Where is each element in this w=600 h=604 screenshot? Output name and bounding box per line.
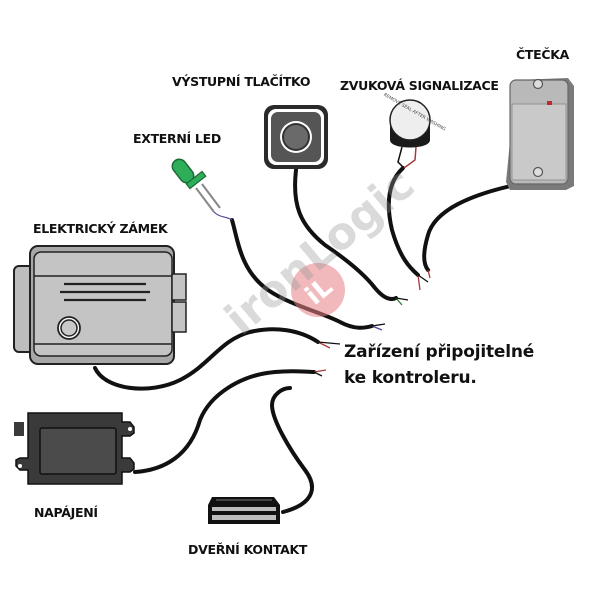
label-electric-lock: ELEKTRICKÝ ZÁMEK: [33, 221, 168, 236]
watermark-logo: iL: [291, 263, 345, 317]
cables: [93, 166, 517, 514]
label-door-contact: DVEŘNÍ KONTAKT: [188, 542, 308, 557]
caption-line-1: Zařízení připojitelné: [344, 342, 535, 362]
cable-buzzer: [386, 166, 420, 277]
cable-power: [133, 369, 316, 474]
door-contact-device: [208, 497, 280, 524]
label-reader: ČTEČKA: [516, 47, 569, 62]
buzzer-device: REMOVE SEAL AFTER WASHING: [382, 92, 447, 169]
reader-device: [506, 78, 574, 190]
cable-exit-button: [293, 168, 398, 301]
label-buzzer: ZVUKOVÁ SIGNALIZACE: [340, 78, 499, 93]
label-exit-button: VÝSTUPNÍ TLAČÍTKO: [172, 74, 311, 89]
cable-lock: [93, 327, 320, 391]
electric-lock-device: [13, 245, 187, 365]
cable-door-contact: [269, 386, 314, 514]
power-supply-device: [14, 412, 135, 485]
caption: Zařízení připojitelné ke kontroleru.: [344, 339, 534, 391]
external-led-device: [171, 158, 233, 221]
label-power-supply: NAPÁJENÍ: [34, 505, 98, 520]
label-external-led: EXTERNÍ LED: [133, 131, 221, 146]
caption-line-2: ke kontroleru.: [344, 368, 477, 388]
exit-button-device: [264, 105, 328, 169]
cable-reader: [422, 183, 517, 272]
wire-tips: [313, 269, 431, 377]
